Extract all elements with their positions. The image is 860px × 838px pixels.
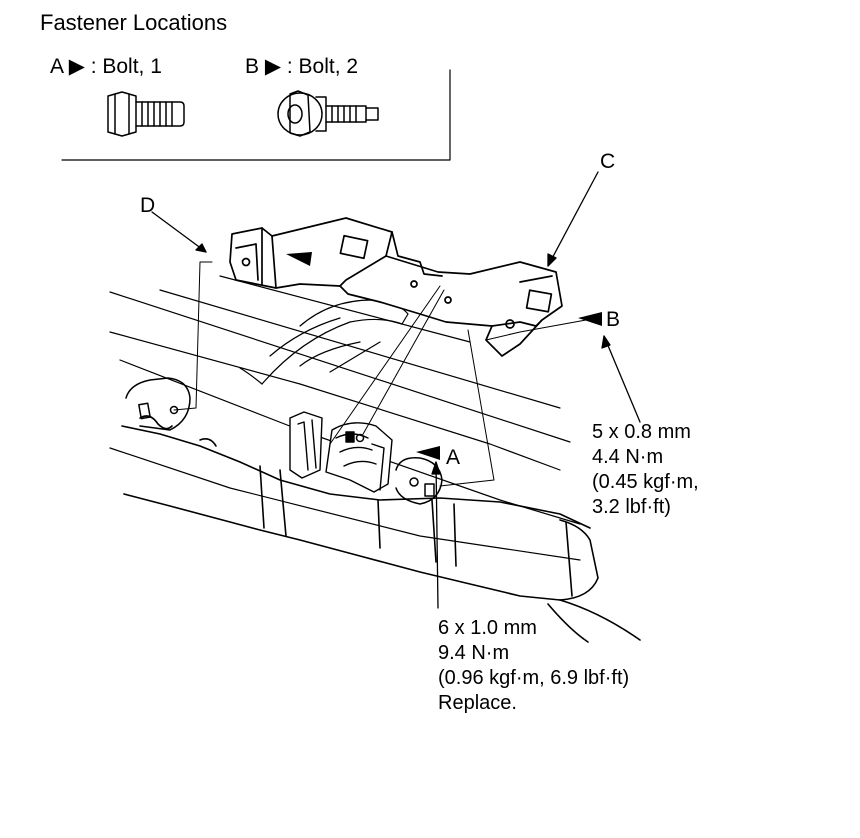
spec-a-torque: 9.4 N·m — [438, 642, 510, 664]
legend-label-a: : Bolt, 1 — [90, 55, 162, 78]
bolt-a-position — [355, 433, 365, 443]
bolt-pointer-markers — [286, 252, 602, 460]
spec-b-lbf: 3.2 lbf·ft) — [592, 496, 671, 518]
spec-b-torque: 4.4 N·m — [592, 446, 664, 468]
legend-item-b: B ▶ : Bolt, 2 — [245, 55, 358, 78]
bolt-1-icon — [107, 91, 185, 137]
legend-key-a: A — [50, 55, 63, 78]
wire-harness-cover — [121, 415, 641, 643]
legend-label-b: : Bolt, 2 — [286, 55, 359, 78]
bracket-c — [229, 217, 563, 357]
callout-c: C — [600, 150, 616, 173]
torque-spec-a: 6 x 1.0 mm 9.4 N·m (0.96 kgf·m, 6.9 lbf·… — [438, 616, 629, 716]
bolt-a-pointer-icon — [416, 446, 440, 460]
bolt-2-icon — [277, 90, 379, 137]
mounting-boss-left — [125, 377, 191, 431]
spec-a-size: 6 x 1.0 mm — [438, 617, 537, 639]
callout-b: B — [606, 308, 621, 331]
spec-a-conversions: (0.96 kgf·m, 6.9 lbf·ft) — [438, 667, 630, 689]
spec-b-size: 5 x 0.8 mm — [592, 421, 691, 443]
diagram-title: Fastener Locations — [40, 10, 228, 35]
callout-a: A — [446, 446, 461, 469]
legend-frame — [61, 69, 451, 161]
installation-guide-lines — [173, 261, 587, 487]
legend-item-a: A ▶ : Bolt, 1 — [50, 55, 162, 78]
legend-key-b: B — [245, 55, 260, 78]
arrow-marker-icon: ▶ — [264, 55, 282, 78]
bolt-b-pointer-icon — [578, 312, 602, 326]
spec-a-replace-note: Replace. — [438, 692, 517, 714]
bolt-d-pointer-icon — [286, 252, 312, 266]
torque-spec-b: 5 x 0.8 mm 4.4 N·m (0.45 kgf·m, 3.2 lbf·… — [592, 420, 699, 520]
body-panel-lines — [109, 275, 581, 561]
arrow-marker-icon: ▶ — [68, 55, 85, 78]
connector-block — [289, 411, 393, 493]
spec-b-kgf: (0.45 kgf·m, — [592, 471, 699, 493]
callout-d: D — [140, 194, 156, 217]
mounting-boss-right — [395, 457, 443, 505]
leader-lines — [151, 171, 641, 609]
